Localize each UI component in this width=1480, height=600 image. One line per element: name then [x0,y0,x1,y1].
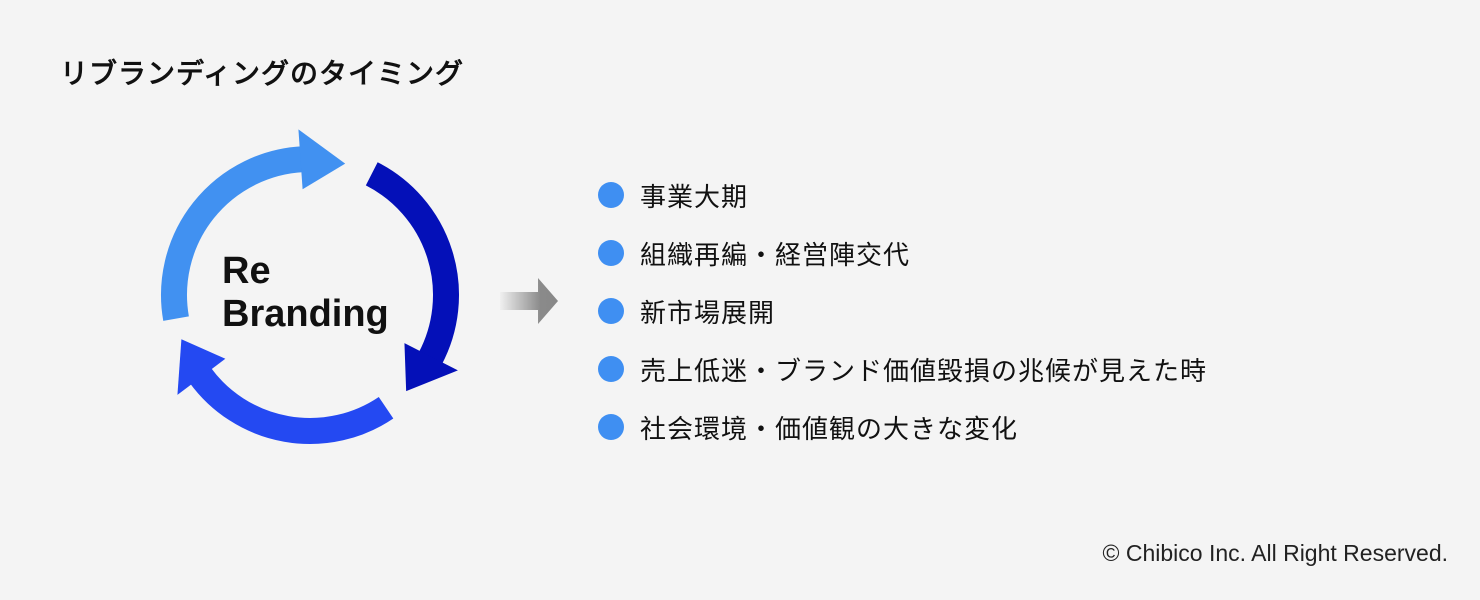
bullet-icon [598,298,624,324]
list-item: 新市場展開 [598,282,1207,340]
center-line-2: Branding [222,293,389,335]
list-item: 社会環境・価値観の大きな変化 [598,398,1207,456]
arc-arrow-dark-head-icon [404,343,458,392]
item-label: 新市場展開 [640,298,776,329]
arc-arrow-mid-body [189,367,394,444]
center-label: Re Branding [222,250,389,336]
bullet-icon [598,414,624,440]
arc-arrow-light-body [161,146,304,321]
item-label: 売上低迷・ブランド価値毀損の兆候が見えた時 [640,356,1208,387]
item-label: 社会環境・価値観の大きな変化 [640,414,1019,445]
item-label: 組織再編・経営陣交代 [640,240,911,271]
cycle-diagram [161,129,459,444]
timing-list: 事業大期 組織再編・経営陣交代 新市場展開 売上低迷・ブランド価値毀損の兆候が見… [598,166,1207,456]
bullet-icon [598,356,624,382]
item-label: 事業大期 [640,182,749,213]
arc-arrow-mid-head-icon [177,339,226,395]
right-arrow-icon [500,278,558,324]
copyright: © Chibico Inc. All Right Reserved. [1102,540,1448,566]
bullet-icon [598,240,624,266]
list-item: 売上低迷・ブランド価値毀損の兆候が見えた時 [598,340,1207,398]
bullet-icon [598,182,624,208]
arc-arrow-light-head-icon [298,129,346,190]
list-item: 組織再編・経営陣交代 [598,224,1207,282]
page-title: リブランディングのタイミング [60,57,465,90]
center-line-1: Re [222,250,271,292]
arc-arrow-dark-body [365,162,459,365]
list-item: 事業大期 [598,166,1207,224]
